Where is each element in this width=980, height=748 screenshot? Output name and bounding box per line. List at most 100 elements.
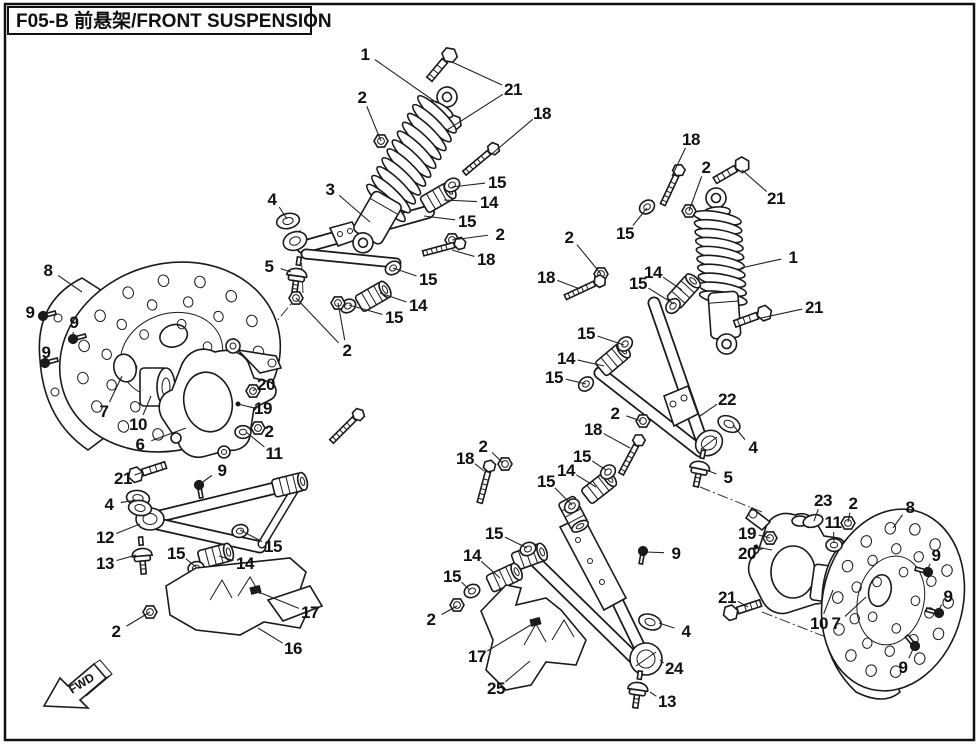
leader-line	[908, 646, 915, 659]
o-ring-7-left	[112, 353, 138, 383]
leader-line	[626, 415, 642, 422]
leader-line	[577, 359, 605, 367]
callout-2: 2	[427, 610, 436, 629]
callout-20: 20	[257, 375, 275, 394]
leader-line	[280, 268, 292, 273]
leader-line	[649, 691, 657, 697]
leader-line	[732, 424, 746, 440]
callout-14: 14	[557, 461, 576, 480]
leader-line	[659, 659, 664, 664]
leader-line	[239, 529, 263, 543]
callout-2: 2	[112, 622, 121, 641]
callout-19: 19	[738, 524, 756, 543]
callout-17: 17	[301, 603, 319, 622]
leader-line	[120, 499, 137, 504]
callout-17: 17	[468, 647, 486, 666]
leader-line	[41, 314, 44, 317]
shock-absorber-left	[352, 86, 458, 254]
callout-15: 15	[443, 567, 461, 586]
leader-line	[491, 452, 504, 464]
callout-2: 2	[611, 404, 620, 423]
callout-9: 9	[944, 587, 953, 606]
leader-line	[451, 249, 475, 257]
callout-25: 25	[487, 679, 505, 698]
callout-18: 18	[456, 449, 474, 468]
callout-18: 18	[533, 104, 551, 123]
callout-7: 7	[100, 402, 109, 421]
leader-line	[662, 276, 683, 291]
leader-line	[597, 335, 625, 346]
leader-line	[443, 199, 478, 203]
leader-line	[592, 460, 607, 471]
leader-line	[474, 463, 485, 472]
leader-line	[565, 378, 587, 385]
callout-14: 14	[557, 349, 576, 368]
leader-line	[134, 471, 144, 476]
callout-1: 1	[361, 45, 370, 64]
leader-line	[126, 611, 151, 627]
leader-line	[441, 605, 458, 616]
callout-10: 10	[810, 614, 828, 633]
callout-2: 2	[565, 228, 574, 247]
callout-6: 6	[136, 435, 145, 454]
callout-15: 15	[545, 368, 563, 387]
leader-line	[557, 279, 581, 290]
callout-2: 2	[358, 88, 367, 107]
leader-line	[278, 206, 288, 220]
leader-line	[337, 302, 346, 341]
callout-9: 9	[932, 546, 941, 565]
callout-11: 11	[266, 444, 283, 463]
callout-18: 18	[477, 250, 495, 269]
callout-15: 15	[385, 308, 403, 327]
leader-line	[338, 194, 371, 223]
leader-line	[658, 622, 675, 629]
callout-5: 5	[265, 257, 274, 276]
leader-line	[487, 622, 535, 652]
callout-16: 16	[284, 639, 302, 658]
callout-1: 1	[789, 248, 798, 267]
callout-2: 2	[479, 437, 488, 456]
callout-14: 14	[236, 554, 255, 573]
callout-13: 13	[658, 692, 676, 711]
skid-plate-16	[165, 557, 324, 636]
leader-line	[446, 93, 504, 131]
pin-19-left	[235, 401, 255, 409]
callout-15: 15	[629, 274, 647, 293]
leader-line	[116, 523, 141, 535]
leader-line	[116, 554, 137, 562]
callout-15: 15	[537, 472, 555, 491]
callout-21: 21	[114, 469, 132, 488]
callout-19: 19	[254, 399, 272, 418]
leader-line	[741, 169, 768, 193]
leader-line	[699, 403, 718, 417]
callout-14: 14	[409, 296, 428, 315]
nut-2	[840, 516, 856, 530]
leader-line	[645, 551, 665, 554]
callout-18: 18	[682, 130, 700, 149]
callout-15: 15	[264, 537, 282, 556]
callout-18: 18	[537, 268, 555, 287]
leader-line	[844, 596, 867, 617]
leader-line	[632, 207, 648, 226]
callout-24: 24	[665, 659, 684, 678]
leader-line	[688, 176, 703, 212]
leader-line	[151, 427, 187, 442]
callout-22: 22	[718, 390, 736, 409]
callout-21: 21	[718, 588, 736, 607]
callout-15: 15	[167, 544, 185, 563]
leader-line	[505, 660, 531, 683]
callout-2: 2	[265, 422, 274, 441]
callout-15: 15	[488, 173, 506, 192]
callout-10: 10	[129, 415, 147, 434]
callout-14: 14	[644, 263, 663, 282]
callout-11: 11	[825, 513, 842, 532]
leader-line	[295, 297, 339, 344]
callout-21: 21	[805, 298, 823, 317]
callout-9: 9	[218, 461, 227, 480]
callout-2: 2	[702, 158, 711, 177]
leader-line	[57, 274, 83, 293]
leader-line	[480, 560, 501, 579]
callout-18: 18	[584, 420, 602, 439]
leader-line	[423, 215, 456, 221]
